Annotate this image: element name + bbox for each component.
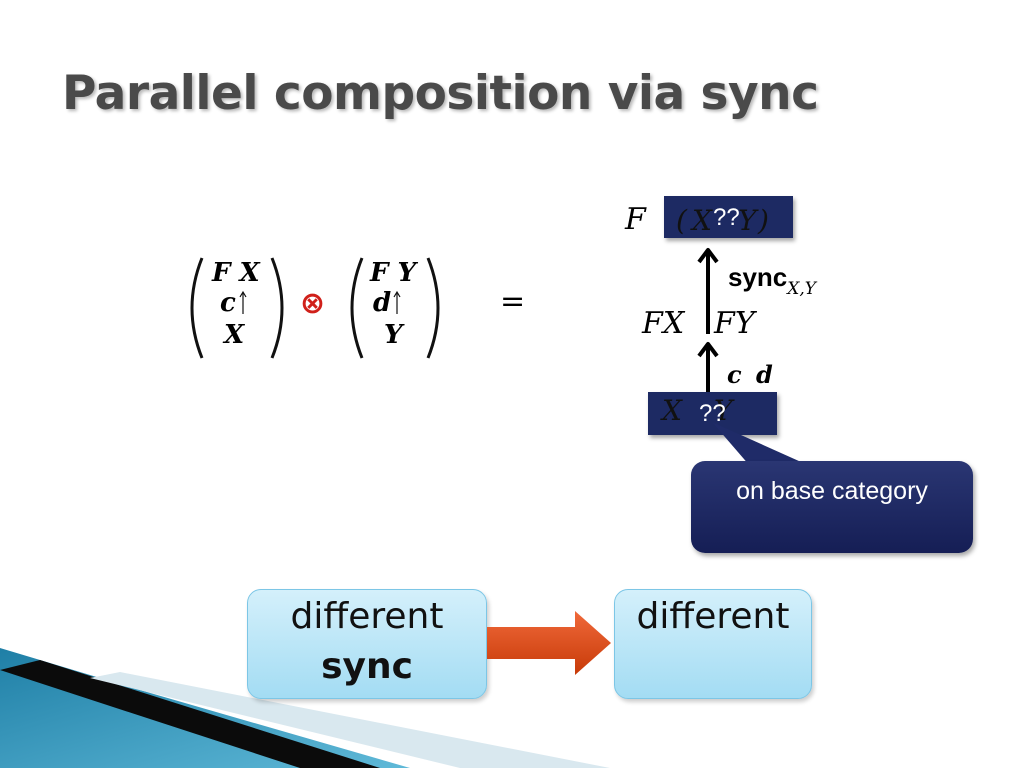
diagram-FX: FX (642, 306, 685, 341)
box-left-line1: different (290, 596, 444, 637)
left-paren-close (270, 257, 284, 359)
up-arrow-small-icon (393, 290, 401, 314)
different-sync-box: different sync (247, 589, 487, 699)
callout-text: on base category (736, 477, 928, 505)
right-paren-close (426, 257, 440, 359)
top-placeholder-box (664, 196, 793, 238)
right-matrix-mid: d (373, 288, 392, 318)
sync-subscript: X,Y (787, 279, 816, 299)
right-matrix-bot: Y (384, 320, 403, 350)
sync-label: syncX,Y (728, 262, 816, 299)
diagram-d: d (756, 360, 773, 389)
sync-text: sync (728, 262, 788, 292)
tensor-symbol: ⊗ (300, 286, 326, 321)
upper-arrow (697, 248, 719, 334)
diagram-FY: FY (714, 306, 755, 341)
diagram-top-close-paren: ) (758, 204, 769, 237)
top-box-text: ?? (713, 204, 740, 231)
left-matrix-top: F X (212, 258, 260, 288)
up-arrow-small-icon (239, 290, 247, 314)
diagram-top-open-paren: ( (676, 204, 687, 237)
slide-title: Parallel composition via sync (62, 66, 819, 121)
callout-pointer (712, 422, 810, 466)
diagram-top-X: X (692, 204, 712, 237)
lower-arrow (697, 342, 719, 398)
diagram-bottom-X: X (662, 394, 682, 427)
box-right-line1: different (636, 596, 790, 637)
bottom-box-text: ?? (699, 400, 726, 427)
diagram-c: c (727, 360, 742, 389)
diagram-bottom-Y: Y (714, 394, 733, 427)
right-matrix-top: F Y (370, 258, 417, 288)
diagram-top-F: F (625, 202, 646, 237)
left-matrix-mid: c (220, 288, 236, 318)
bottom-placeholder-box (648, 392, 777, 435)
diagram-top-Y: Y (738, 204, 757, 237)
right-paren-open (350, 257, 364, 359)
box-left-line2: sync (321, 646, 413, 687)
equals-sign: = (500, 284, 526, 319)
right-arrow-icon (487, 611, 611, 675)
callout-bubble: on base category (691, 461, 973, 553)
left-matrix-bot: X (224, 320, 245, 350)
formula: F X c X ⊗ F Y d Y = (180, 250, 540, 360)
left-paren-open (190, 257, 204, 359)
different-box: different (614, 589, 812, 699)
